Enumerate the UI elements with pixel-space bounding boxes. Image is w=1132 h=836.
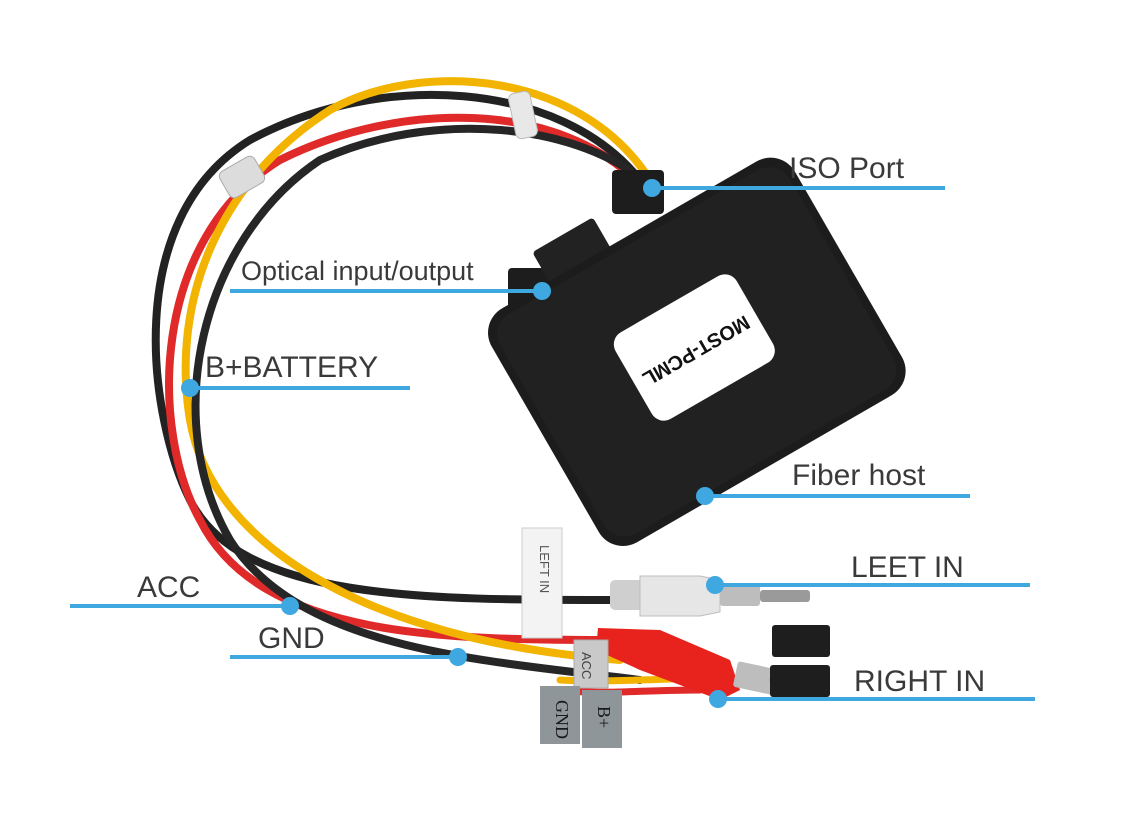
rca-plug-white [610, 575, 810, 617]
label-right-in: RIGHT IN [854, 665, 986, 698]
wire-tag-gnd: GND [540, 686, 580, 744]
device-sticker [613, 274, 775, 421]
wire-black-outer [151, 90, 644, 604]
label-gnd: GND [258, 622, 325, 655]
label-fiber-host: Fiber host [792, 459, 926, 492]
callout-dot-iso [643, 179, 661, 197]
fiber-host-box: MOST-PCML [488, 157, 906, 546]
wire-red [165, 113, 644, 644]
svg-text:GND: GND [552, 700, 572, 739]
callouts [70, 179, 1035, 708]
svg-text:ACC: ACC [579, 652, 594, 679]
callout-dot-battery [181, 379, 199, 397]
wire-yellow [181, 77, 654, 664]
label-iso-port: ISO Port [789, 152, 905, 185]
cable-tie [508, 90, 538, 140]
black-connector-2 [770, 665, 830, 697]
label-leet-in: LEET IN [851, 551, 964, 584]
callout-dot-acc [281, 597, 299, 615]
wire-sleeve [218, 155, 266, 199]
label-acc: ACC [137, 571, 201, 604]
wire-black-inner [191, 124, 659, 684]
svg-text:B+: B+ [594, 706, 614, 728]
callout-dot-right [709, 690, 727, 708]
callout-dot-fiber [696, 487, 714, 505]
callout-dot-gnd [449, 648, 467, 666]
callout-dot-optical [533, 282, 551, 300]
wire-tag-b-plus: B+ [582, 690, 622, 748]
wire-harness [151, 77, 704, 696]
wire-red-low [556, 686, 704, 696]
wire-tag-left-in: LEFT IN [521, 527, 563, 639]
svg-text:LEFT IN: LEFT IN [537, 545, 552, 593]
callout-dot-leet [706, 576, 724, 594]
label-battery: B+BATTERY [205, 351, 379, 384]
wire-tag-acc: ACC [573, 639, 609, 689]
label-optical: Optical input/output [241, 256, 474, 286]
black-connector-1 [772, 625, 830, 657]
